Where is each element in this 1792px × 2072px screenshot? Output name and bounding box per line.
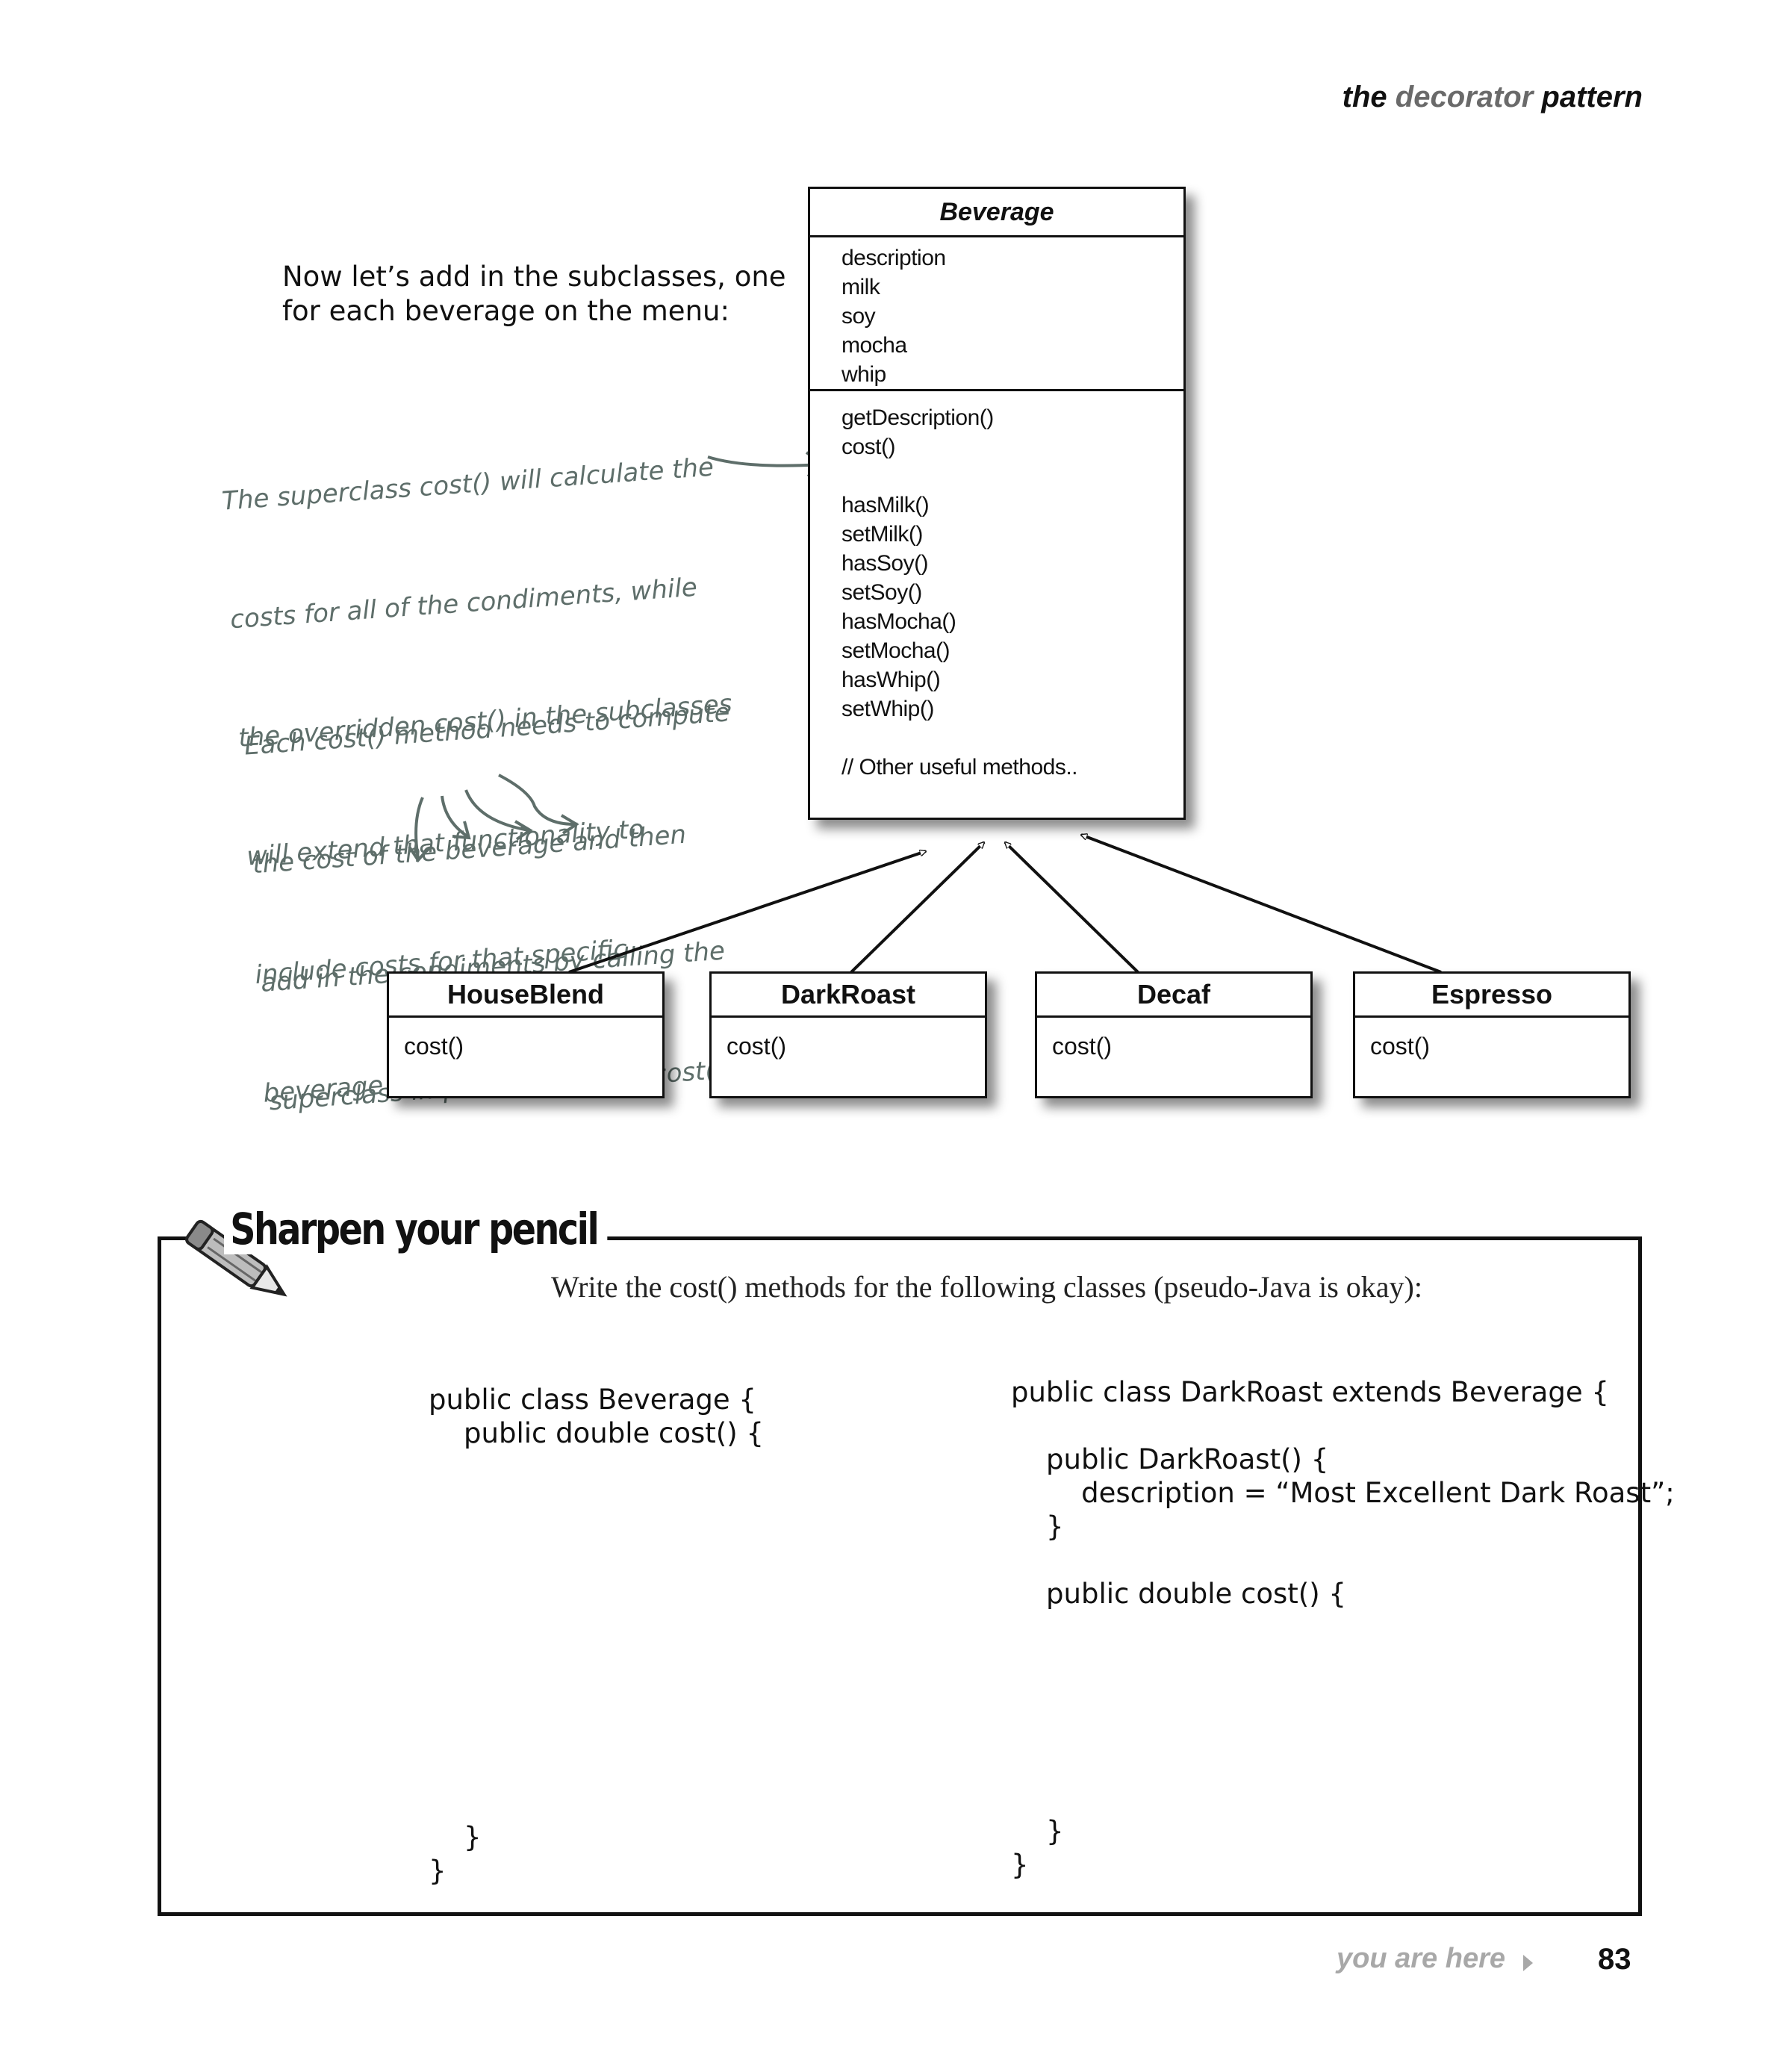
- decaf-class-box: Decaf cost(): [1035, 971, 1313, 1098]
- page-number: 83: [1598, 1943, 1631, 1976]
- beverage-code-top: public class Beverage { public double co…: [429, 1383, 764, 1450]
- houseblend-class-box: HouseBlend cost(): [387, 971, 665, 1098]
- class-name: Beverage: [810, 189, 1183, 237]
- attributes-section: description milk soy mocha whip: [810, 237, 1183, 391]
- squiggle-arrow-2: [442, 796, 467, 836]
- darkroast-code-top: public class DarkRoast extends Beverage …: [1011, 1375, 1675, 1611]
- exercise-title: Sharpen your pencil: [224, 1204, 607, 1254]
- inherit-arrow-darkroast: [851, 842, 984, 972]
- inherit-arrow-houseblend: [569, 851, 926, 972]
- espresso-class-box: Espresso cost(): [1353, 971, 1631, 1098]
- you-are-here-label: you are here: [1337, 1943, 1505, 1975]
- beverage-code-bottom: } }: [429, 1820, 482, 1888]
- squiggle-arrow-1: [416, 797, 423, 859]
- methods-section: getDescription() cost() hasMilk() setMil…: [810, 391, 1183, 782]
- inherit-arrow-decaf: [1005, 842, 1138, 972]
- darkroast-class-box: DarkRoast cost(): [709, 971, 987, 1098]
- beverage-class-box: Beverage description milk soy mocha whip…: [808, 187, 1186, 820]
- note-arrow: [708, 457, 821, 466]
- inherit-arrow-espresso: [1081, 835, 1441, 972]
- exercise-instructions: Write the cost() methods for the followi…: [551, 1269, 1422, 1304]
- darkroast-code-bottom: } }: [1011, 1814, 1064, 1882]
- triangle-right-icon: [1523, 1955, 1533, 1971]
